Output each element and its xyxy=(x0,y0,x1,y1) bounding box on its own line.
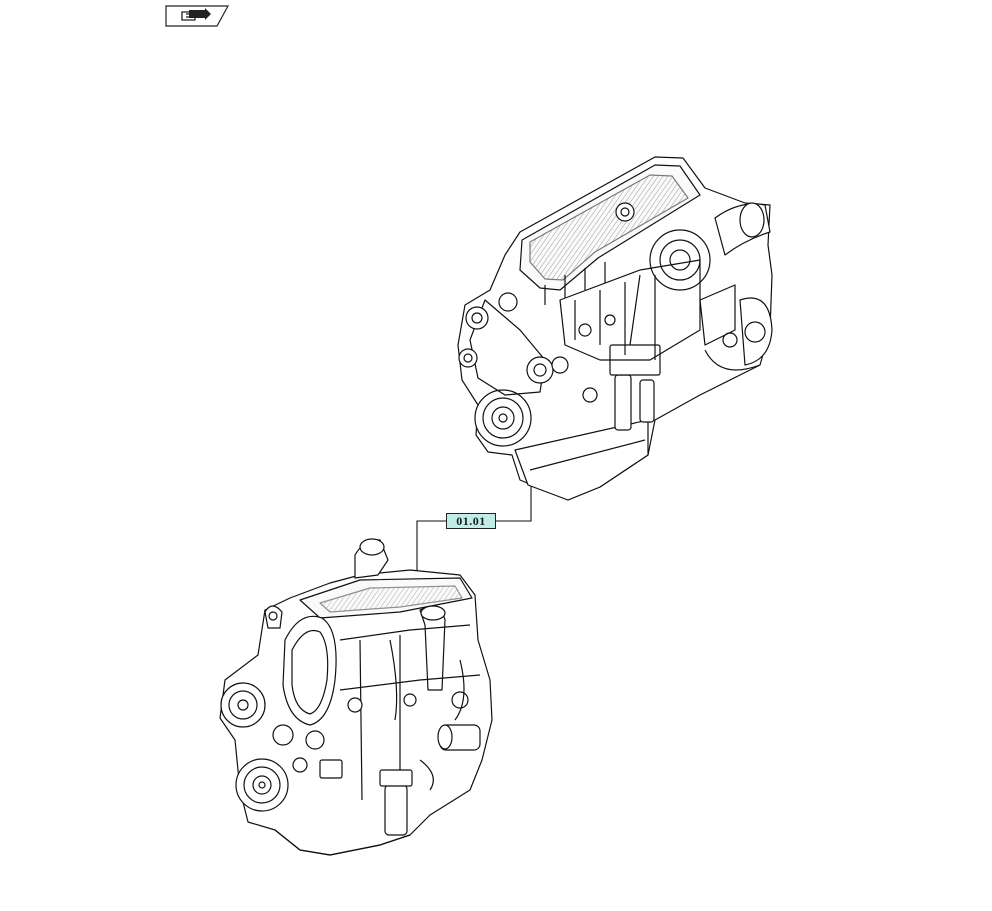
page-nav-badge[interactable] xyxy=(165,5,230,27)
book-arrow-icon xyxy=(165,5,230,27)
engine-lower-view xyxy=(219,538,493,856)
engine-upper-view xyxy=(457,156,773,501)
leader-line xyxy=(416,480,532,585)
callout-01-01[interactable]: 01.01 xyxy=(446,513,496,529)
